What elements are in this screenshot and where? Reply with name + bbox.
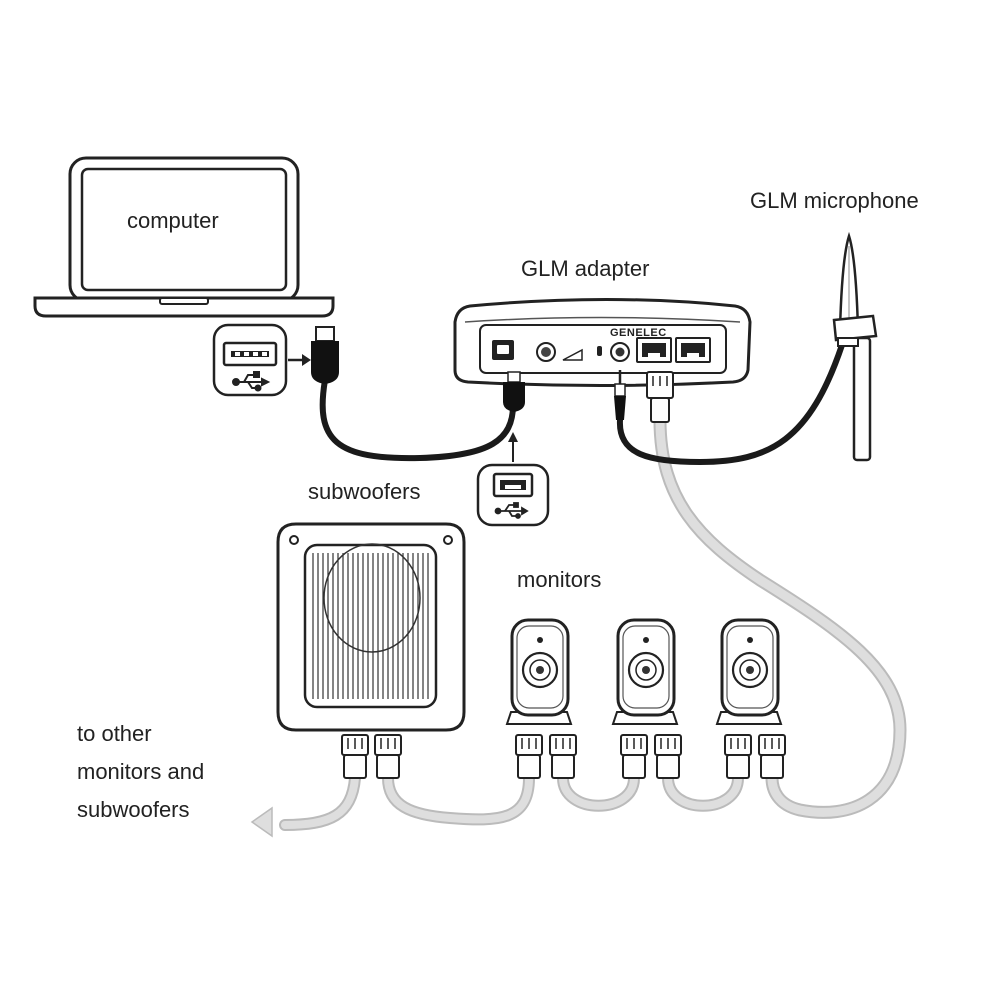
adapter-brand: GENELEC (610, 327, 667, 339)
rj45-plug-adapter (646, 371, 674, 423)
adapter-led (536, 342, 556, 362)
glm-microphone (832, 231, 878, 462)
computer-label: computer (127, 208, 219, 233)
usb-a-port-icon (222, 341, 278, 367)
usb-a-plug (311, 326, 339, 384)
usb-b-plug (503, 371, 525, 412)
usb-symbol-icon-small (494, 502, 529, 519)
device-rj45-plugs (341, 734, 786, 779)
usb-a-port-callout (212, 323, 311, 397)
usb-cable (319, 377, 516, 462)
glm-microphone-label: GLM microphone (750, 188, 919, 213)
arrow-to-plug (288, 354, 311, 366)
glm-adapter-label: GLM adapter (521, 256, 650, 281)
arrow-to-usb-b (508, 432, 518, 462)
mic-jack-plug (614, 370, 626, 420)
subwoofers-label: subwoofers (308, 479, 421, 504)
to-other-label: to other monitors and subwoofers (77, 715, 204, 829)
monitor-speaker (505, 618, 573, 725)
to-other-line-2: monitors and (77, 759, 205, 784)
usb-b-port-callout (476, 432, 550, 527)
glm-adapter: GENELEC (453, 298, 752, 387)
volume-icon (562, 348, 583, 361)
subwoofer-grille (312, 553, 429, 699)
usb-b-port (492, 340, 514, 360)
rj45-plug (620, 734, 648, 779)
monitors-label: monitors (517, 567, 602, 592)
glm-network-cable (653, 413, 907, 819)
microphone-jack (597, 342, 630, 362)
rj45-plug (374, 734, 402, 779)
usb-b-port-icon (492, 472, 534, 498)
to-other-line-3: subwoofers (77, 797, 190, 822)
outgoing-arrow (250, 806, 273, 838)
rj45-plug (341, 734, 369, 779)
monitor-speaker (715, 618, 783, 725)
to-other-line-1: to other (77, 721, 152, 746)
subwoofer (276, 522, 466, 732)
computer (33, 156, 335, 318)
rj45-plug (724, 734, 752, 779)
rj45-plug (654, 734, 682, 779)
monitors-group (505, 618, 783, 725)
usb-symbol-icon (232, 371, 271, 392)
rj45-plug (515, 734, 543, 779)
daisy-chain-cables (279, 772, 744, 831)
rj45-port-network (675, 337, 711, 363)
rj45-plug (549, 734, 577, 779)
rj45-port-glm (636, 337, 672, 363)
rj45-plug (758, 734, 786, 779)
monitor-speaker (611, 618, 679, 725)
microphone-cable (616, 342, 845, 466)
